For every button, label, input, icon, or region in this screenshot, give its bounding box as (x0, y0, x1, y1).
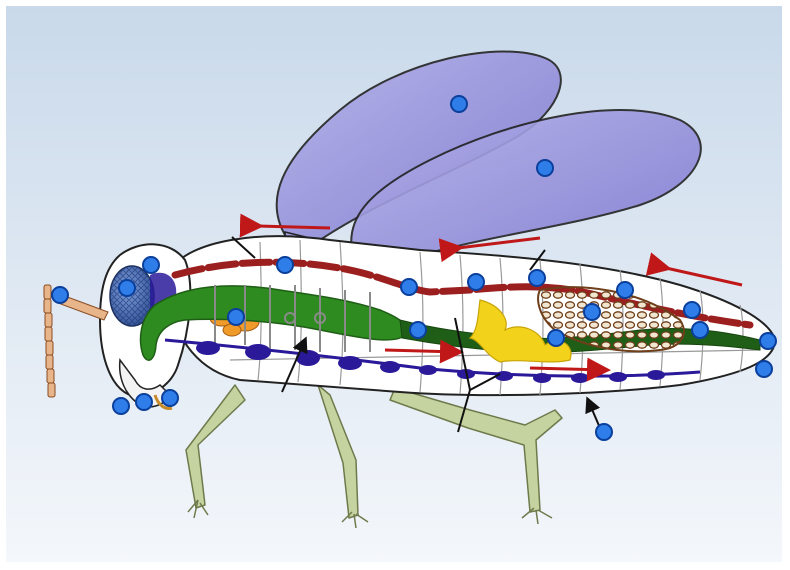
hotspot-compound-eye[interactable] (119, 280, 135, 296)
hotspot-rectum[interactable] (692, 322, 708, 338)
flow-arrow (530, 368, 605, 370)
hotspot-brain[interactable] (143, 257, 159, 273)
hotspot-labium[interactable] (162, 390, 178, 406)
hotspot-forewing[interactable] (451, 96, 467, 112)
hotspot-dorsal-vessel-thorax[interactable] (277, 257, 293, 273)
hotspot-nerve-cord[interactable] (596, 424, 612, 440)
hotspot-anus[interactable] (760, 333, 776, 349)
hotspot-hindwing[interactable] (537, 160, 553, 176)
hotspot-hindgut[interactable] (684, 302, 700, 318)
hotspot-dorsal-vessel-abdomen[interactable] (468, 274, 484, 290)
hotspot-dorsal-vessel-mid[interactable] (401, 279, 417, 295)
hotspot-malpighian-tubules[interactable] (548, 330, 564, 346)
hotspot-mandible[interactable] (113, 398, 129, 414)
hotspot-midgut[interactable] (410, 322, 426, 338)
hotspot-salivary-gland[interactable] (228, 309, 244, 325)
hotspot-ostia[interactable] (529, 270, 545, 286)
hotspot-ovipositor[interactable] (756, 361, 772, 377)
hotspot-maxilla[interactable] (136, 394, 152, 410)
hotspot-ovary[interactable] (617, 282, 633, 298)
flow-arrow (258, 226, 330, 228)
hotspot-ovary-lower[interactable] (584, 304, 600, 320)
hotspot-antenna[interactable] (52, 287, 68, 303)
flow-arrow (385, 350, 458, 352)
